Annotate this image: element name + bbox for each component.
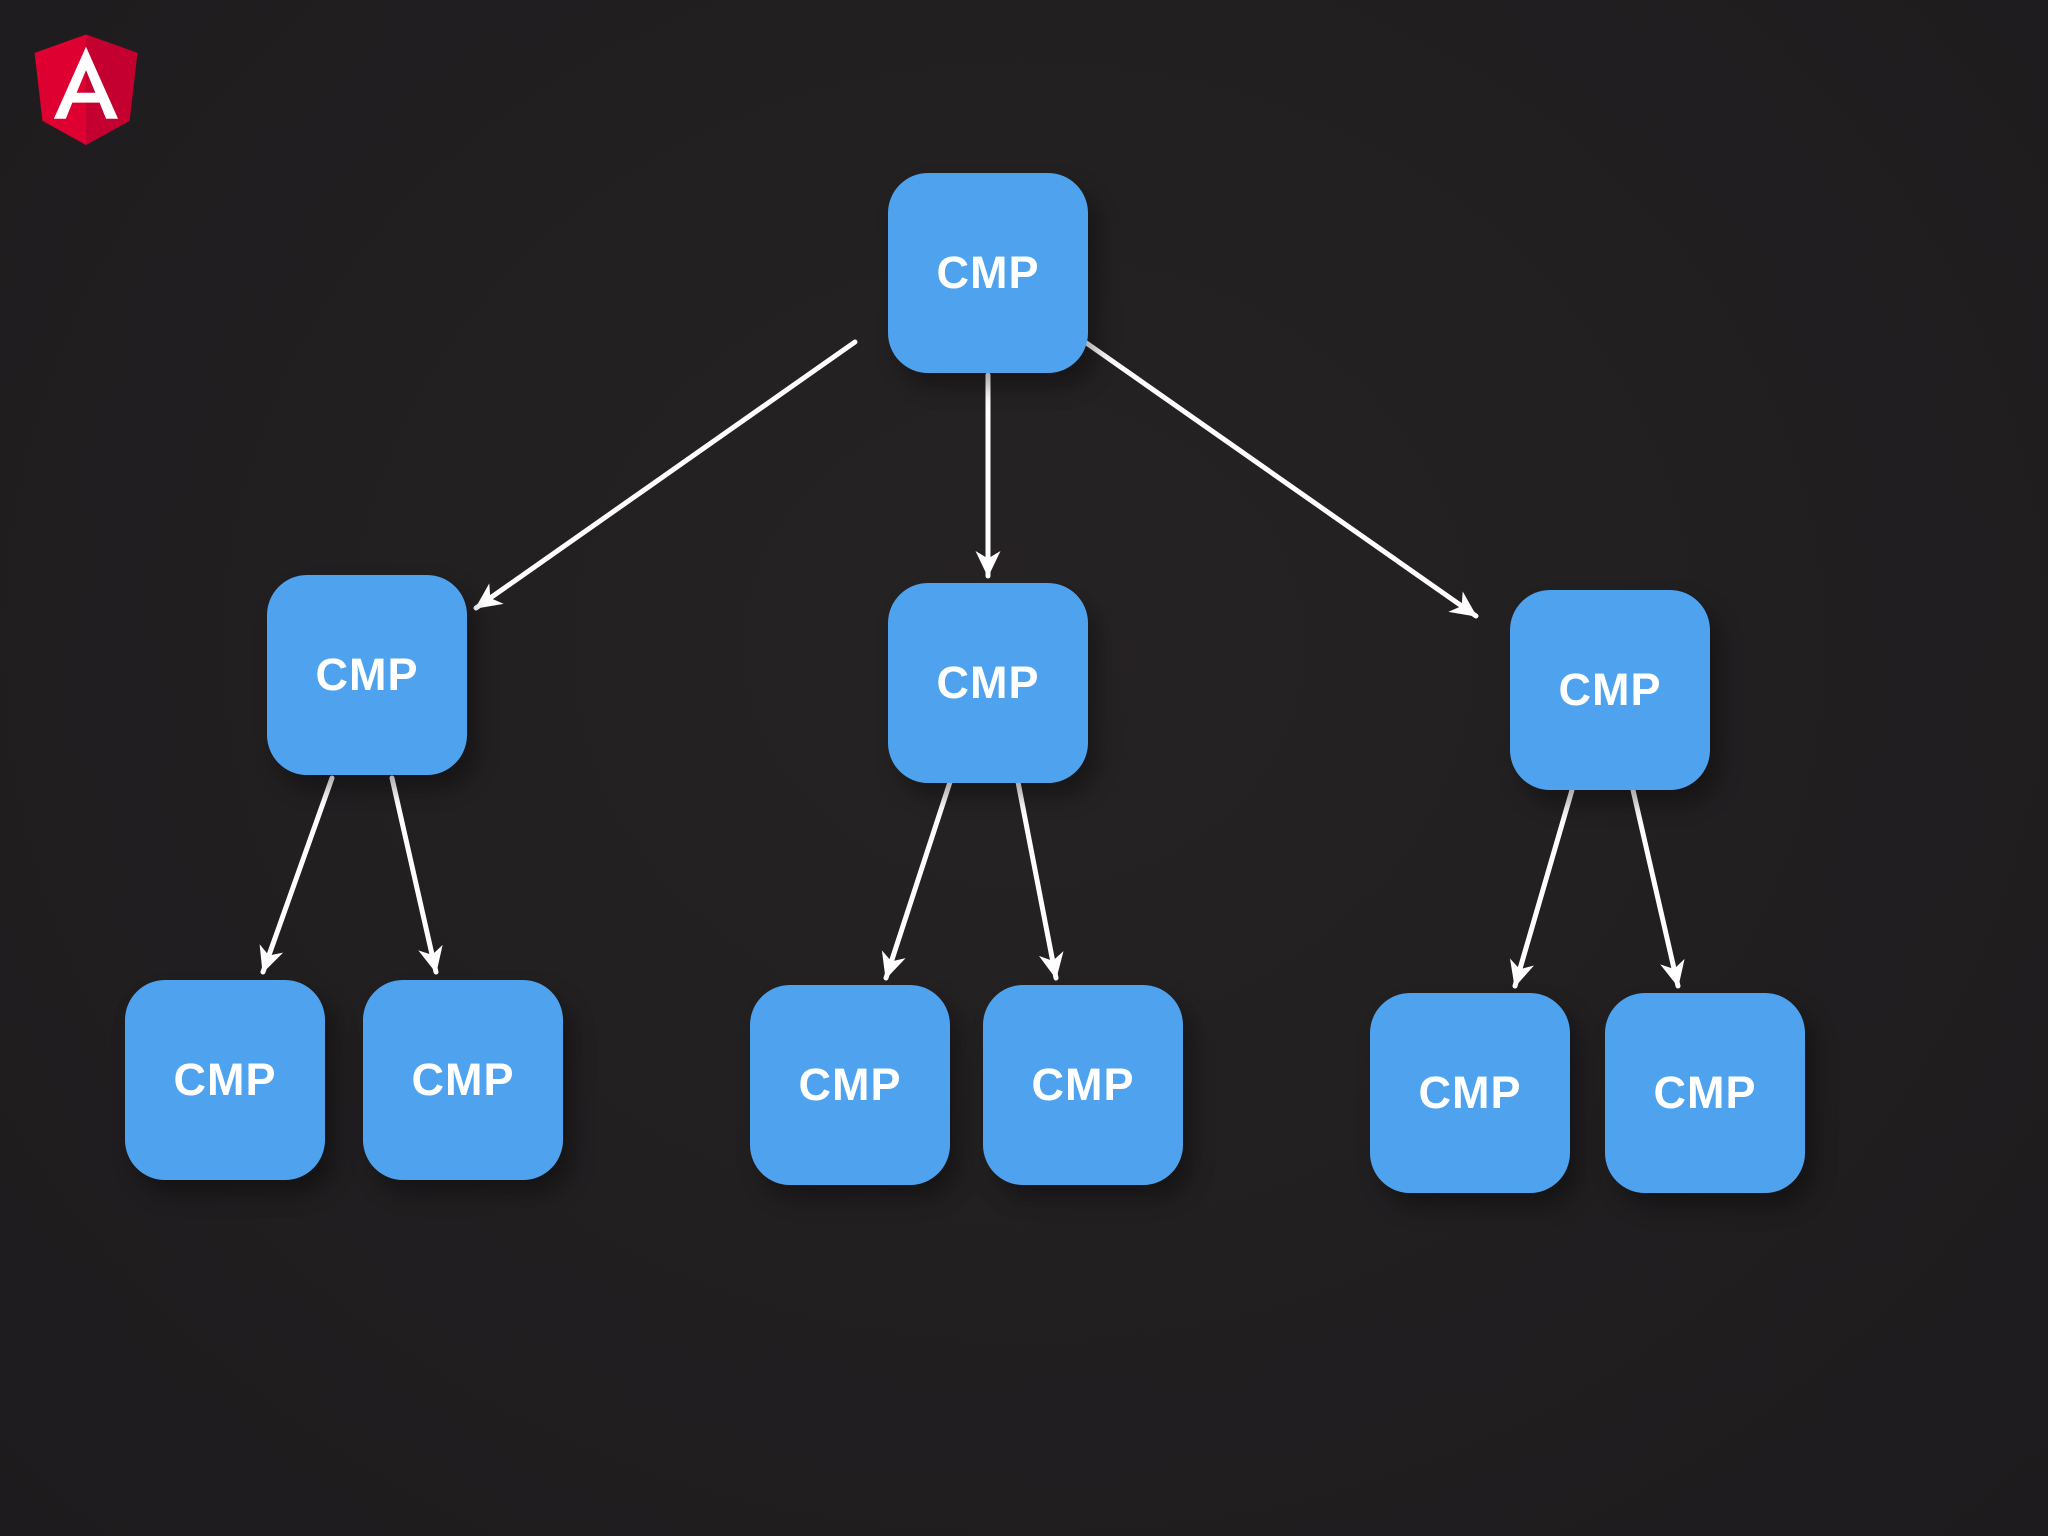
arrow-root-to-mid-right (1082, 339, 1479, 619)
angular-logo-icon (34, 34, 138, 145)
component-label: CMP (1653, 1067, 1757, 1118)
component-label: CMP (798, 1059, 902, 1110)
component-node-mid-center: CMP (888, 583, 1088, 783)
component-label: CMP (936, 247, 1040, 298)
component-node-leaf-6: CMP (1605, 993, 1805, 1193)
angular-letter-a (53, 46, 119, 119)
component-node-root: CMP (888, 173, 1088, 373)
component-label: CMP (315, 649, 419, 700)
component-label: CMP (411, 1054, 515, 1105)
component-node-leaf-5: CMP (1370, 993, 1570, 1193)
component-label: CMP (173, 1054, 277, 1105)
arrow-mid-right-to-leaf-5 (1509, 787, 1575, 989)
component-node-leaf-1: CMP (125, 980, 325, 1180)
component-label: CMP (1558, 664, 1662, 715)
arrow-mid-left-to-leaf-1 (259, 775, 335, 975)
arrow-mid-center-to-leaf-3 (881, 779, 953, 981)
component-node-leaf-4: CMP (983, 985, 1183, 1185)
arrow-mid-center-to-leaf-4 (1015, 779, 1064, 981)
component-node-mid-left: CMP (267, 575, 467, 775)
arrow-mid-left-to-leaf-2 (389, 775, 443, 975)
arrow-root-to-mid-left (473, 339, 858, 611)
component-label: CMP (1418, 1067, 1522, 1118)
arrow-mid-right-to-leaf-6 (1630, 787, 1685, 989)
component-node-leaf-3: CMP (750, 985, 950, 1185)
component-node-leaf-2: CMP (363, 980, 563, 1180)
angular-shield-right (86, 34, 138, 145)
component-node-mid-right: CMP (1510, 590, 1710, 790)
component-label: CMP (1031, 1059, 1135, 1110)
component-label: CMP (936, 657, 1040, 708)
